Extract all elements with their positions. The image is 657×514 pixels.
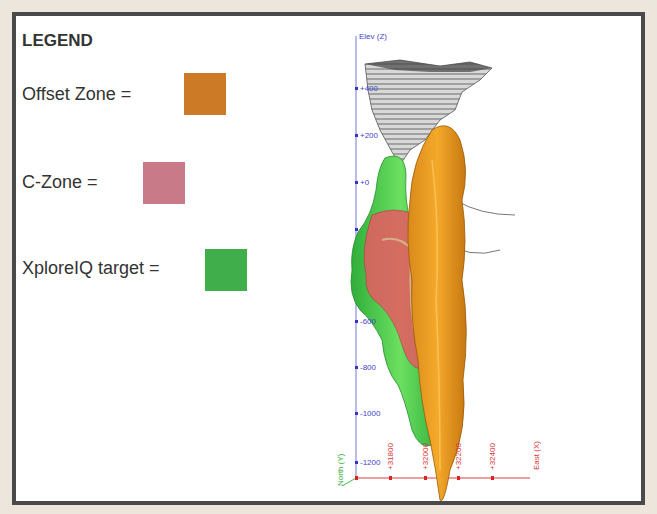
tick-label: +400 — [360, 84, 378, 93]
axis-title: East (X) — [532, 441, 541, 470]
legend-swatch — [143, 162, 185, 204]
tick-label: -1000 — [360, 409, 380, 418]
legend-title: LEGEND — [22, 31, 93, 51]
tick-label: -1200 — [360, 458, 380, 467]
legend-swatch — [184, 73, 226, 115]
legend-text: C-Zone = — [22, 172, 98, 193]
tick-label: -600 — [360, 317, 376, 326]
tick-label: +32000 — [421, 443, 430, 470]
tick-label: +0 — [360, 178, 369, 187]
tick-label: -800 — [360, 363, 376, 372]
legend-text: Offset Zone = — [22, 84, 131, 105]
tick-label: +200 — [360, 131, 378, 140]
tick-label: +32400 — [488, 443, 497, 470]
legend-swatch — [205, 249, 247, 291]
legend-text: XploreIQ target = — [22, 258, 160, 279]
axis-title: Elev (Z) — [359, 32, 387, 41]
axis-title: North (Y) — [336, 454, 345, 486]
tick-label: +31800 — [386, 443, 395, 470]
tick-label: +32200 — [454, 443, 463, 470]
